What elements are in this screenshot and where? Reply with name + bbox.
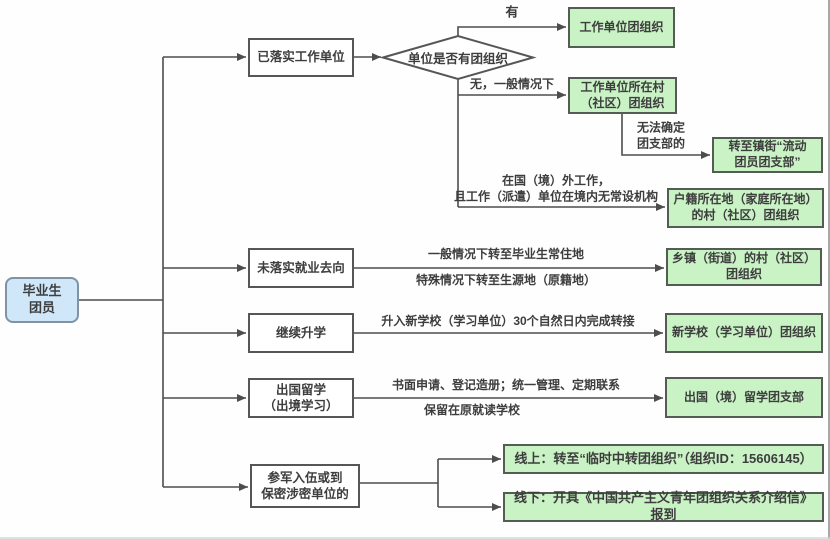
edge-label-has-org: 有 xyxy=(505,4,519,20)
branch-node-further-study: 继续升学 xyxy=(248,313,354,353)
root-node-graduate-member: 毕业生 团员 xyxy=(5,277,79,323)
result-node-work-unit-village-org: 工作单位所在村 （社区）团组织 xyxy=(568,77,677,114)
edge-label-abroad-work: 在国（境）外工作， 且工作（派遣）单位在境内无常设机构 xyxy=(453,173,659,203)
edge-label-no-org-general: 无，一般情况下 xyxy=(469,77,555,92)
branch-node-employed: 已落实工作单位 xyxy=(248,38,354,77)
branch-node-study-abroad: 出国留学 （出境学习） xyxy=(248,378,354,418)
result-node-abroad-study-branch: 出国（境）留学团支部 xyxy=(665,377,823,418)
result-node-township-village-org: 乡镇（街道）的村（社区） 团组织 xyxy=(666,248,822,286)
edge-label-keep-original-school: 保留在原就读学校 xyxy=(423,403,521,418)
branch-node-no-employment: 未落实就业去向 xyxy=(248,248,354,288)
result-node-household-village-org: 户籍所在地（家庭所在地） 的村（社区）团组织 xyxy=(667,188,824,228)
result-node-offline-transfer: 线下：开具《中国共产主义青年团组织关系介绍信》报到 xyxy=(503,490,824,522)
branch-node-military: 参军入伍或到 保密涉密单位的 xyxy=(250,464,360,508)
edge-label-written-register: 书面申请、登记造册；统一管理、定期联系 xyxy=(391,378,621,393)
decision-diamond-shape xyxy=(379,34,537,81)
edge-label-general-residence: 一般情况下转至毕业生常住地 xyxy=(427,247,585,262)
edge-label-special-origin: 特殊情况下转至生源地（原籍地） xyxy=(415,273,597,288)
result-node-new-school-org: 新学校（学习单位）团组织 xyxy=(665,313,823,353)
edge-label-new-school-30days: 升入新学校（学习单位）30个自然日内完成转接 xyxy=(381,314,635,329)
edge-label-cannot-determine-branch: 无法确定 团支部的 xyxy=(636,120,686,150)
result-node-online-transfer: 线上：转至“临时中转团组织”（组织ID：15606145） xyxy=(503,444,824,474)
result-node-mobile-member-branch: 转至镇街“流动 团员团支部” xyxy=(712,137,823,173)
decision-diamond-label: 单位是否有团组织 xyxy=(407,52,508,66)
result-node-work-unit-org: 工作单位团组织 xyxy=(568,7,675,48)
